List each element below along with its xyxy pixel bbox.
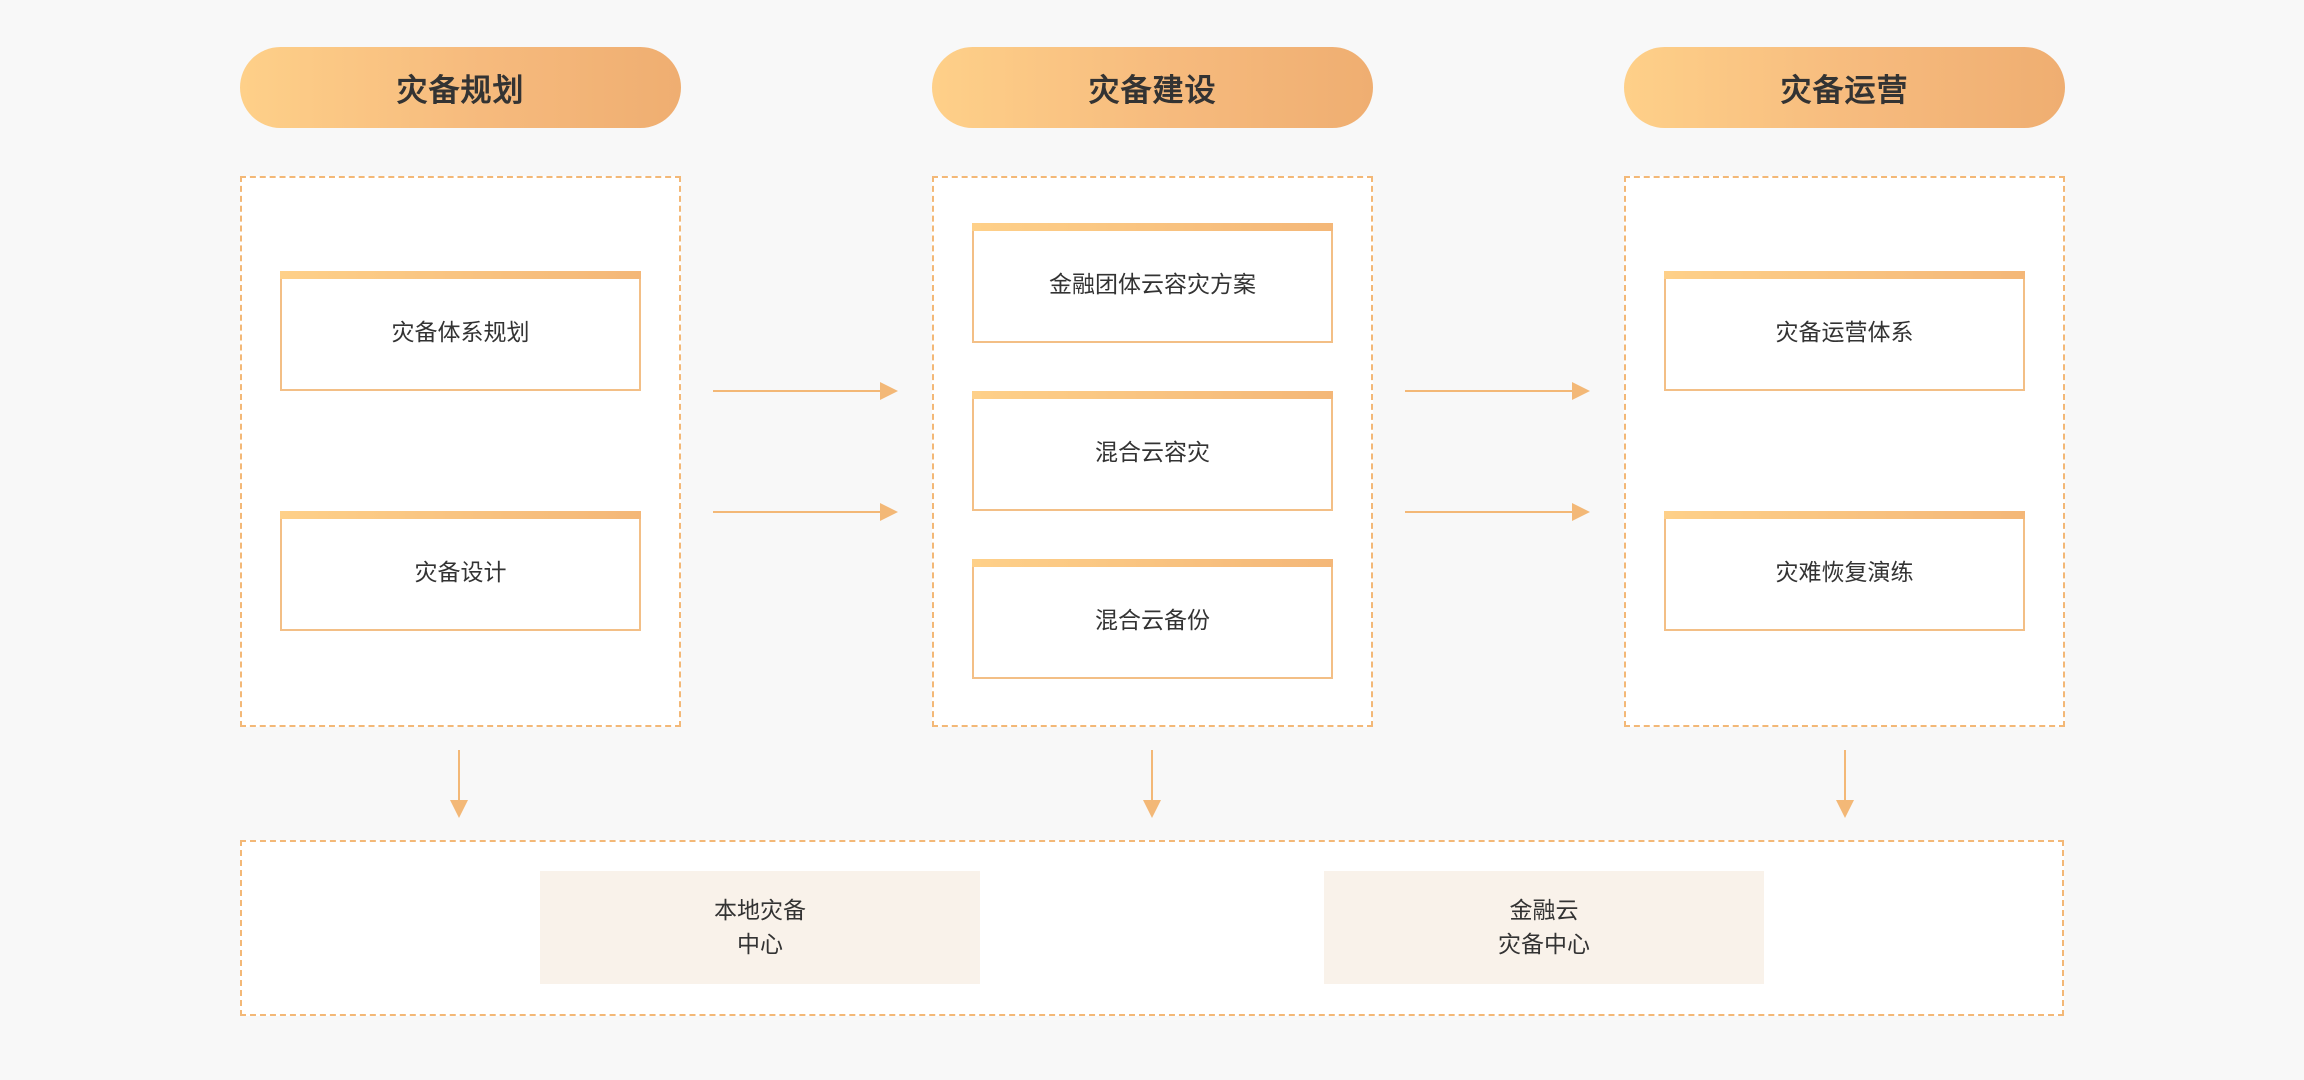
center-label-line2: 中心 (737, 931, 783, 958)
stage-planning-header: 灾备规划 (240, 47, 681, 128)
card-label: 灾备设计 (414, 560, 507, 586)
center-label-line1: 本地灾备 (714, 897, 806, 924)
card-label: 灾备体系规划 (391, 320, 530, 346)
card-disaster-recovery-drill: 灾难恢复演练 (1664, 511, 2025, 631)
stage-construction-header: 灾备建设 (932, 47, 1373, 128)
arrowhead-icon (880, 382, 898, 400)
stage-operation-panel (1624, 176, 2065, 727)
card-label: 灾难恢复演练 (1775, 560, 1914, 586)
card-label: 金融团体云容灾方案 (1049, 272, 1256, 298)
arrowhead-icon (1143, 800, 1161, 818)
card-dr-design: 灾备设计 (280, 511, 641, 631)
card-label: 混合云容灾 (1095, 440, 1210, 466)
center-label-line2: 灾备中心 (1498, 931, 1590, 958)
arrowhead-icon (880, 503, 898, 521)
card-dr-system-planning: 灾备体系规划 (280, 271, 641, 391)
stage-planning-panel (240, 176, 681, 727)
arrowhead-icon (1572, 382, 1590, 400)
card-label: 混合云备份 (1095, 608, 1210, 634)
center-label-line1: 金融云 (1509, 897, 1579, 924)
stage-operation-header: 灾备运营 (1624, 47, 2065, 128)
card-dr-operation-system: 灾备运营体系 (1664, 271, 2025, 391)
financial-cloud-dr-center: 金融云 灾备中心 (1324, 871, 1764, 984)
card-financial-group-cloud-dr: 金融团体云容灾方案 (972, 223, 1333, 343)
card-hybrid-cloud-dr: 混合云容灾 (972, 391, 1333, 511)
local-dr-center: 本地灾备 中心 (540, 871, 980, 984)
arrowhead-icon (1836, 800, 1854, 818)
card-hybrid-cloud-backup: 混合云备份 (972, 559, 1333, 679)
card-label: 灾备运营体系 (1775, 320, 1914, 346)
arrowhead-icon (1572, 503, 1590, 521)
arrowhead-icon (450, 800, 468, 818)
